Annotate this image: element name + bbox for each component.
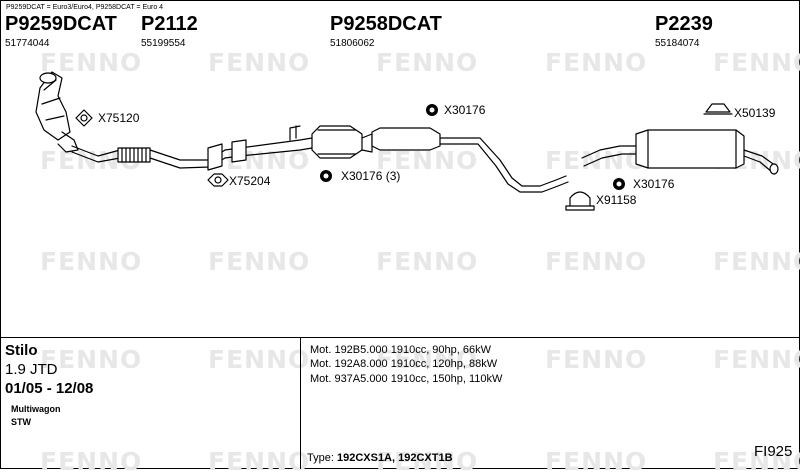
watermark-7: FENNO — [376, 146, 479, 175]
oem-number-3: 51806062 — [330, 38, 375, 49]
table-divider — [0, 337, 800, 338]
part-number-1: P9259DCAT — [5, 13, 117, 35]
watermark-12: FENNO — [376, 247, 479, 276]
watermark-11: FENNO — [208, 247, 311, 276]
vehicle-body-1: Multiwagon — [11, 404, 61, 414]
watermark-3: FENNO — [545, 48, 648, 77]
vehicle-engine: 1.9 JTD — [5, 361, 58, 378]
watermark-14: FENNO — [713, 247, 800, 276]
exhaust-diagram — [35, 71, 779, 211]
manifold-catalyst-drawing — [35, 71, 79, 153]
watermark-16: FENNO — [208, 345, 311, 374]
oem-number-1: 51774044 — [5, 38, 50, 49]
oem-number-4: 55184074 — [655, 38, 700, 49]
gasket-x75204-drawing — [207, 173, 229, 187]
clamp-x91158-drawing — [565, 191, 595, 211]
type-value: 192CXS1A, 192CXT1B — [336, 452, 453, 464]
vehicle-body-2: STW — [11, 417, 31, 427]
watermark-19: FENNO — [713, 345, 800, 374]
oem-number-2: 55199554 — [141, 38, 186, 49]
part-number-3: P9258DCAT — [330, 13, 442, 35]
gasket-x75120-drawing — [75, 109, 93, 127]
part-label-x30176-c: X30176 — [633, 177, 675, 191]
watermark-10: FENNO — [40, 247, 143, 276]
vehicle-model: Stilo — [5, 342, 38, 359]
watermark-4: FENNO — [713, 48, 800, 77]
vehicle-years: 01/05 - 12/08 — [5, 380, 94, 397]
header-note: P9259DCAT = Euro3/Euro4, P9258DCAT = Eur… — [6, 4, 164, 11]
watermark-2: FENNO — [376, 48, 479, 77]
part-label-x30176-a: X30176 — [444, 103, 486, 117]
front-pipe-drawing — [71, 143, 226, 171]
watermark-20: FENNO — [40, 447, 143, 476]
watermark-15: FENNO — [40, 345, 143, 374]
catalog-code: FI925 — [754, 443, 793, 460]
watermark-13: FENNO — [545, 247, 648, 276]
mount-x50139-drawing — [703, 103, 733, 115]
part-label-x75204: X75204 — [229, 174, 271, 188]
part-label-x50139: X50139 — [734, 106, 776, 120]
part-number-4: P2239 — [655, 13, 713, 35]
middle-pipe-drawing — [224, 125, 569, 193]
type-label: Type: — [307, 452, 334, 464]
engine-line-3: Mot. 937A5.000 1910cc, 150hp, 110kW — [310, 373, 503, 385]
watermark-21: FENNO — [208, 447, 311, 476]
watermark-17: FENNO — [376, 345, 479, 374]
rear-silencer-drawing — [581, 129, 779, 175]
part-label-x75120: X75120 — [98, 111, 140, 125]
table-column-divider — [300, 337, 301, 469]
type-line: Type: 192CXS1A, 192CXT1B — [307, 452, 453, 464]
part-number-2: P2112 — [141, 13, 198, 35]
part-label-x30176-b: X30176 (3) — [341, 169, 401, 183]
watermark-18: FENNO — [545, 345, 648, 374]
engine-line-1: Mot. 192B5.000 1910cc, 90hp, 66kW — [310, 344, 492, 356]
part-label-x91158: X91158 — [596, 193, 637, 207]
watermark-0: FENNO — [40, 48, 143, 77]
engine-line-2: Mot. 192A8.000 1910cc, 120hp, 88kW — [310, 358, 498, 370]
watermark-23: FENNO — [545, 447, 648, 476]
watermark-1: FENNO — [208, 48, 311, 77]
